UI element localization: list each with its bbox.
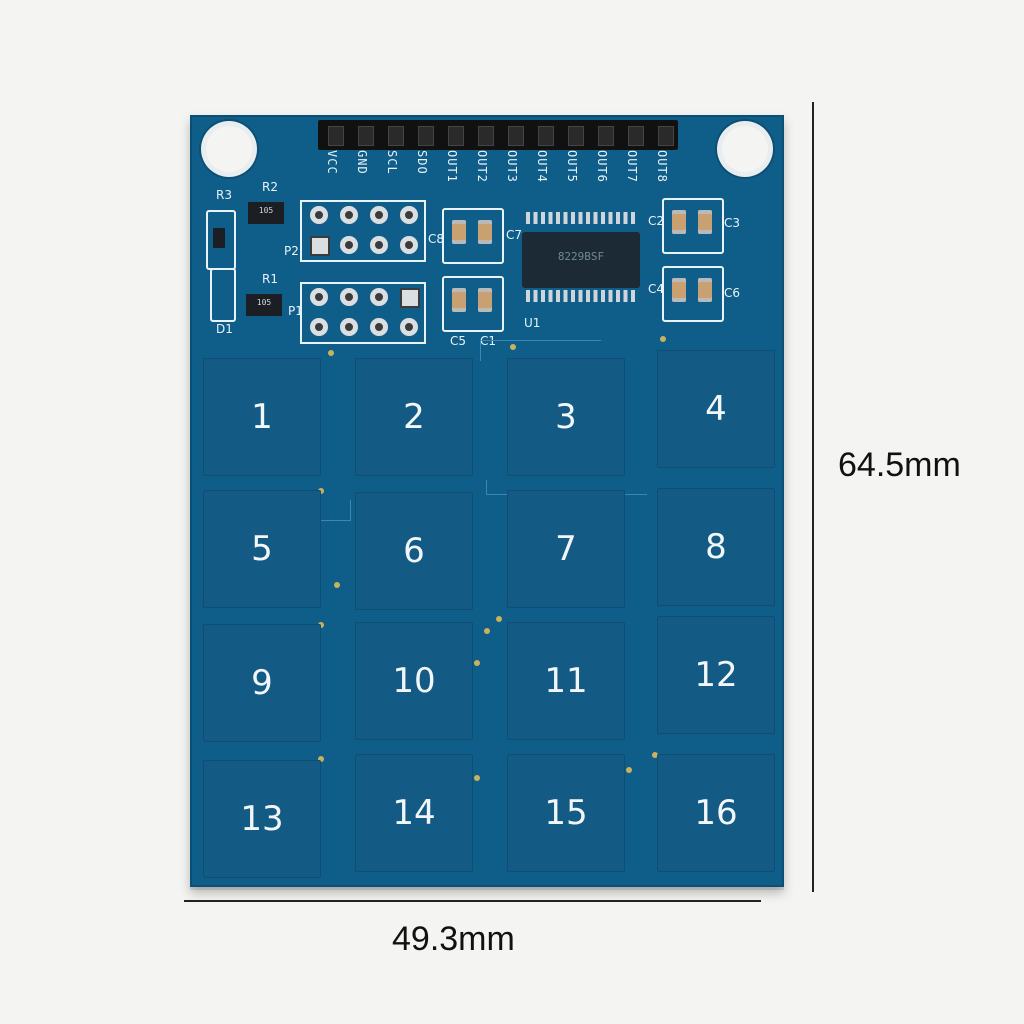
touch-pad-15[interactable]: 15 [507,754,625,872]
resistor-r3 [213,228,225,248]
pin-label-out2: OUT2 [475,150,489,183]
label-c2: C2 [648,214,665,228]
touch-pad-13[interactable]: 13 [203,760,321,878]
touch-pad-1[interactable]: 1 [203,358,321,476]
touch-pad-6[interactable]: 6 [355,492,473,610]
label-p2: P2 [284,244,299,258]
height-dimension-label: 64.5mm [838,446,961,484]
jumper-p1 [300,282,426,344]
cap-c5-c1-outline [442,276,504,332]
cap-c4-c6-outline [662,266,724,322]
label-c8: C8 [428,232,445,246]
d1-outline [210,268,236,322]
label-r1: R1 [262,272,278,286]
width-dimension-line [184,900,761,902]
resistor-r1: 105 [246,294,282,316]
touch-pad-7[interactable]: 7 [507,490,625,608]
jumper-p2 [300,200,426,262]
pin-label-out4: OUT4 [535,150,549,183]
pin-label-vcc: VCC [325,150,339,175]
label-c3: C3 [724,216,741,230]
label-d1: D1 [216,322,233,336]
touch-controller-ic: 8229BSF [522,232,640,288]
pin-label-out5: OUT5 [565,150,579,183]
label-u1: U1 [524,316,541,330]
width-dimension-label: 49.3mm [392,920,515,958]
cap-c2-c3-outline [662,198,724,254]
touch-pad-16[interactable]: 16 [657,754,775,872]
label-c7: C7 [506,228,523,242]
touch-pad-11[interactable]: 11 [507,622,625,740]
pin-label-out1: OUT1 [445,150,459,183]
pin-label-out3: OUT3 [505,150,519,183]
touch-pad-14[interactable]: 14 [355,754,473,872]
touch-pad-9[interactable]: 9 [203,624,321,742]
pin-label-out8: OUT8 [655,150,669,183]
mounting-hole-left [206,126,252,172]
label-r3: R3 [216,188,232,202]
pin-label-gnd: GND [355,150,369,175]
label-c6: C6 [724,286,741,300]
cap-c8-c7-outline [442,208,504,264]
height-dimension-line [812,102,814,892]
resistor-r2: 105 [248,202,284,224]
pin-label-sdo: SDO [415,150,429,175]
touch-pad-3[interactable]: 3 [507,358,625,476]
label-c4: C4 [648,282,665,296]
pin-header [318,120,678,150]
touch-pad-10[interactable]: 10 [355,622,473,740]
touch-pad-4[interactable]: 4 [657,350,775,468]
mounting-hole-right [722,126,768,172]
touch-pad-8[interactable]: 8 [657,488,775,606]
pin-label-out7: OUT7 [625,150,639,183]
touch-pad-12[interactable]: 12 [657,616,775,734]
label-c5: C5 [450,334,467,348]
label-r2: R2 [262,180,278,194]
touch-pad-2[interactable]: 2 [355,358,473,476]
touch-pad-5[interactable]: 5 [203,490,321,608]
label-p1: P1 [288,304,303,318]
pin-label-scl: SCL [385,150,399,175]
pin-label-out6: OUT6 [595,150,609,183]
label-c1: C1 [480,334,497,348]
